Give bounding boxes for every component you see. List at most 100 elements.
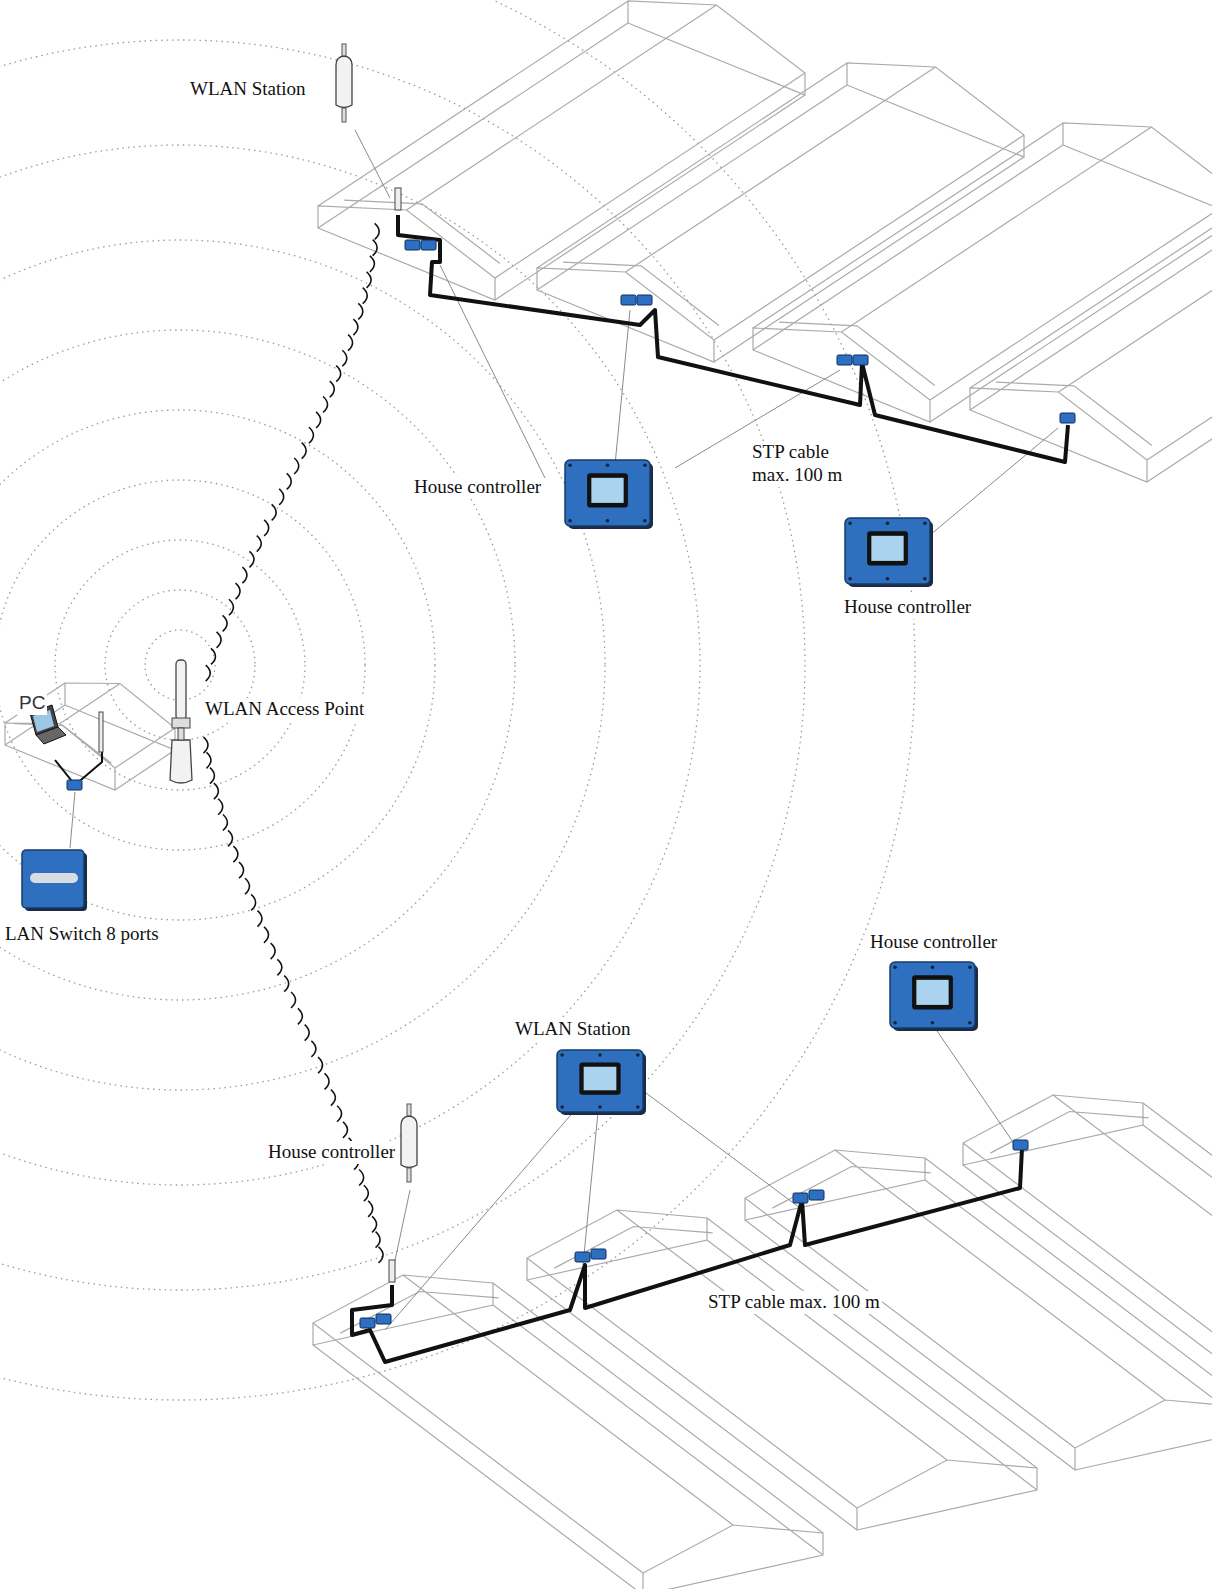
radio-wave xyxy=(233,846,238,862)
leader-line xyxy=(615,310,630,465)
radio-wave xyxy=(249,551,254,567)
screw xyxy=(893,965,897,969)
radio-wave xyxy=(363,288,368,304)
radio-wave xyxy=(206,752,211,768)
leader-line xyxy=(583,1112,598,1265)
house-controller xyxy=(565,460,650,526)
radio-wave xyxy=(330,381,335,397)
radio-wave xyxy=(214,783,219,799)
controller-bezel xyxy=(867,531,908,565)
radio-wave xyxy=(325,1073,330,1089)
antenna xyxy=(99,712,103,752)
wlan-station xyxy=(336,56,352,108)
radio-wave xyxy=(298,1008,303,1024)
switch-box xyxy=(591,1249,606,1259)
greenhouse xyxy=(753,123,1212,422)
laptop-base xyxy=(36,727,66,744)
controller-screen xyxy=(591,478,623,503)
screw xyxy=(923,521,927,525)
screw xyxy=(968,965,972,969)
antenna xyxy=(395,188,401,210)
range-circle xyxy=(0,40,805,1290)
switch-box xyxy=(575,1252,590,1262)
greenhouse xyxy=(963,1095,1212,1415)
radio-wave xyxy=(239,862,244,878)
radio-wave xyxy=(264,927,269,943)
stp-cable xyxy=(352,1148,1022,1362)
range-circle xyxy=(0,330,515,1000)
screw xyxy=(643,463,647,467)
radio-wave xyxy=(271,943,276,959)
radio-wave xyxy=(305,1025,310,1041)
radio-wave xyxy=(323,397,328,413)
radio-wave xyxy=(359,1170,364,1186)
radio-wave xyxy=(236,583,241,599)
radio-wave xyxy=(370,256,375,272)
radio-wave xyxy=(372,1216,377,1232)
label: House controller xyxy=(266,1141,397,1164)
leader-line xyxy=(935,1028,1015,1145)
switch-box xyxy=(621,295,636,305)
screw xyxy=(568,519,572,523)
leader-line xyxy=(70,792,75,848)
radio-wave xyxy=(245,878,250,894)
switch-box xyxy=(1013,1140,1028,1150)
radio-wave xyxy=(257,911,262,927)
controller-bezel xyxy=(912,975,953,1009)
radio-wave xyxy=(336,366,341,382)
range-circle xyxy=(55,540,305,790)
leader-line xyxy=(355,130,390,198)
greenhouse xyxy=(313,1275,823,1589)
radio-wave xyxy=(309,427,314,443)
label: PC xyxy=(17,692,47,715)
greenhouse xyxy=(527,1210,1037,1530)
greenhouse xyxy=(318,1,805,300)
radio-wave xyxy=(287,473,292,489)
radio-wave xyxy=(343,1122,348,1138)
screw xyxy=(923,577,927,581)
range-circle xyxy=(0,480,365,850)
label: WLAN Station xyxy=(513,1018,633,1041)
radio-wave xyxy=(337,1106,342,1122)
switch-box xyxy=(376,1314,391,1324)
label: LAN Switch 8 ports xyxy=(3,923,161,946)
greenhouse xyxy=(537,63,1024,362)
screw xyxy=(560,1053,564,1057)
radio-wave xyxy=(218,799,223,815)
leader-line xyxy=(642,1090,800,1208)
screw xyxy=(931,965,935,969)
label: House controller xyxy=(842,596,973,619)
stp-cable xyxy=(398,215,1068,462)
radio-wave xyxy=(223,615,228,631)
radio-wave xyxy=(316,412,321,428)
range-circle xyxy=(0,410,435,920)
leader-line xyxy=(393,1190,410,1270)
screw xyxy=(886,521,890,525)
screw xyxy=(568,463,572,467)
radio-wave xyxy=(318,1057,323,1073)
screw xyxy=(848,577,852,581)
switch-ports xyxy=(30,873,78,883)
radio-wave xyxy=(284,976,289,992)
access-point xyxy=(170,740,192,783)
switch-box xyxy=(837,355,852,365)
house-controller xyxy=(890,962,975,1028)
radio-wave xyxy=(277,959,282,975)
radio-wave xyxy=(210,768,215,784)
range-circle xyxy=(0,145,700,1185)
radio-wave xyxy=(217,632,222,648)
screw xyxy=(606,463,610,467)
radio-wave xyxy=(206,665,211,681)
radio-wave xyxy=(228,830,233,846)
radio-wave xyxy=(373,240,378,256)
radio-wave xyxy=(364,1185,369,1201)
screw xyxy=(848,521,852,525)
lan-switch xyxy=(22,850,84,908)
switch-box xyxy=(405,240,420,250)
switch-box xyxy=(637,295,652,305)
radio-wave xyxy=(367,272,372,288)
screw xyxy=(886,577,890,581)
radio-wave xyxy=(376,1232,381,1248)
screw xyxy=(893,1021,897,1025)
